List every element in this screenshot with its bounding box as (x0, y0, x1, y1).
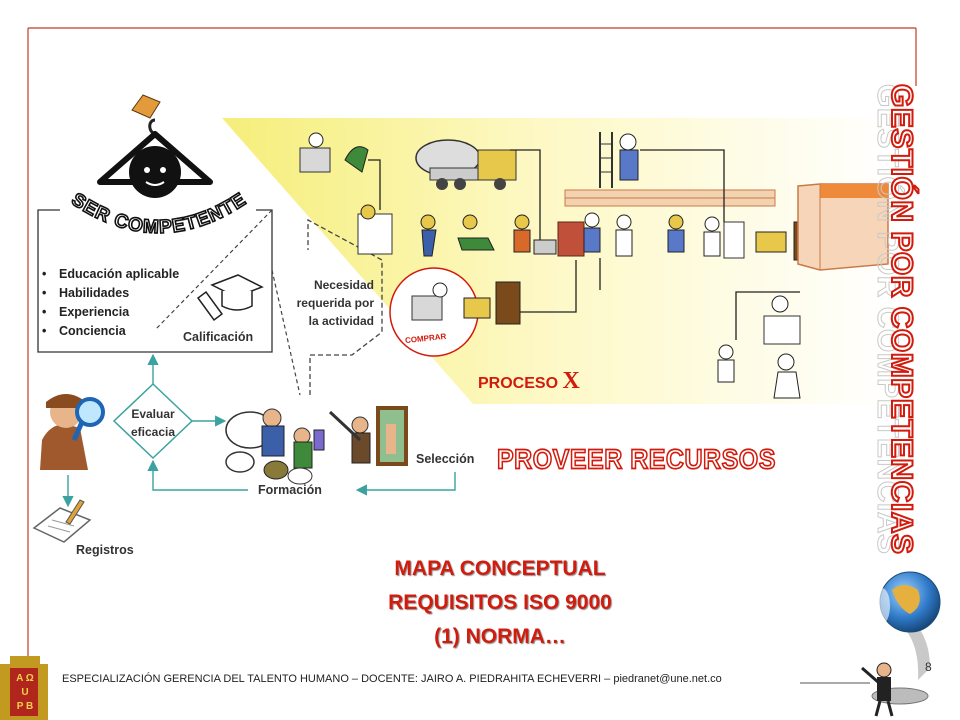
brick-building-icon (797, 183, 889, 271)
ser-competente-arc: SER COMPETENTE (67, 188, 251, 239)
evaluate-label: Evaluar eficacia (122, 405, 184, 441)
process-label: PROCESO X (478, 368, 580, 395)
formacion-label: Formación (258, 483, 322, 497)
evaluate-line-1: Evaluar (131, 407, 175, 421)
registros-label: Registros (76, 543, 134, 557)
process-connectors (368, 149, 800, 340)
records-icon (32, 499, 92, 543)
requirement-skills: Habilidades (42, 284, 179, 303)
worker-row-icons (357, 204, 815, 261)
desk-worker-icon (299, 132, 369, 173)
purchase-icon (389, 267, 521, 357)
logo-row-1: A Ω (12, 672, 38, 686)
need-label: Necesidad requerida por la actividad (268, 276, 374, 330)
hanger-icon (97, 94, 213, 198)
evaluate-diamond (112, 382, 194, 460)
globe-icon (871, 571, 941, 705)
proveer-recursos-title: PROVEER RECURSOS (496, 444, 776, 476)
requirement-awareness: Conciencia (42, 322, 179, 341)
calificacion-label: Calificación (183, 330, 254, 344)
svg-text:SER COMPETENTE: SER COMPETENTE (68, 189, 251, 238)
dash-line-2 (271, 269, 301, 396)
title-line-2: REQUISITOS ISO 9000 (388, 591, 612, 614)
need-line-1: Necesidad (313, 278, 374, 292)
logo-letter-a: A (16, 673, 24, 684)
ladder-worker-icon (599, 132, 639, 188)
footer-text: ESPECIALIZACIÓN GERENCIA DEL TALENTO HUM… (62, 673, 722, 685)
need-callout (307, 218, 383, 395)
title-line-1: MAPA CONCEPTUAL (394, 557, 606, 580)
process-label-text: PROCESO (478, 375, 559, 392)
university-logo (0, 656, 48, 720)
brick-wall-top (564, 189, 776, 207)
logo-row-3: P B (12, 700, 38, 714)
cement-truck-icon (415, 139, 517, 190)
training-group-icon (225, 408, 325, 485)
requirement-education: Educación aplicable (42, 265, 179, 284)
evaluate-line-2: eficacia (130, 425, 176, 439)
need-line-3: la actividad (308, 314, 374, 328)
requirement-experience: Experiencia (42, 303, 179, 322)
seleccion-label: Selección (416, 452, 475, 466)
page-number: 8 (925, 660, 932, 674)
competence-box (37, 209, 273, 353)
logo-letter-p: P (16, 701, 24, 712)
process-label-x: X (562, 368, 580, 394)
detective-icon (40, 394, 105, 470)
office-workers-icon (717, 295, 801, 399)
flow-arrows (62, 353, 456, 508)
vertical-title-text: GESTIÓN POR COMPETENCIAS (884, 83, 919, 555)
graduation-cap-icon (196, 274, 264, 322)
selection-icon (328, 406, 408, 466)
need-line-2: requerida por (296, 296, 374, 310)
ser-competente-text: SER COMPETENTE (67, 188, 250, 239)
logo-letter-omega: Ω (25, 673, 34, 684)
logo-letter-u: U (21, 687, 29, 698)
requirements-list: Educación aplicable Habilidades Experien… (42, 265, 179, 341)
businessman-icon (861, 662, 894, 717)
title-line-3: (1) NORMA… (434, 625, 566, 648)
logo-letter-b: B (26, 701, 34, 712)
logo-letters: A Ω U P B (12, 672, 38, 714)
